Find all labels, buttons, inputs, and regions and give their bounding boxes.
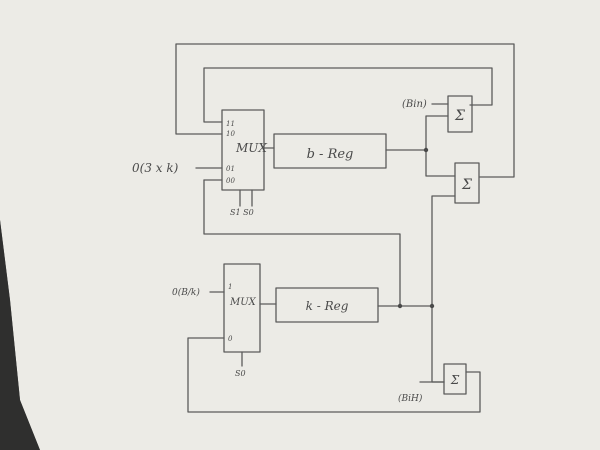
mux-bottom-input-1: 1 (228, 283, 232, 291)
sum-bottom-symbol: Σ (450, 373, 460, 387)
input-bih-label: (BiH) (398, 393, 423, 404)
mux-bottom-title: MUX (229, 297, 257, 308)
k-reg-box (275, 287, 379, 323)
sum-top-box (447, 95, 473, 133)
junction-node-kreg-right (429, 303, 435, 309)
input-top-label: 0(3 x k) (132, 161, 179, 175)
wire-bottom-loop (187, 337, 481, 413)
wire-node-up-to-sum-top (425, 115, 449, 151)
mux-top-select-label: S1 S0 (230, 208, 254, 217)
mux-top-title: MUX (235, 141, 267, 155)
mux-top-input-10: 10 (226, 130, 235, 138)
wire-node-down-to-sum-mid (425, 149, 456, 177)
mux-top-input-01: 01 (226, 165, 235, 173)
b-reg-label: b - Reg (307, 147, 354, 162)
junction-node-breg (423, 147, 429, 153)
input-bin-label: (Bin) (402, 99, 427, 110)
paper-shadow-edge (0, 220, 40, 450)
sum-mid-symbol: Σ (461, 177, 472, 193)
sum-top-symbol: Σ (454, 108, 465, 124)
k-reg-label: k - Reg (306, 299, 349, 313)
wire-feedback-outer (175, 43, 515, 178)
mux-bottom-select-label: S0 (235, 369, 246, 378)
mux-bottom-input-0: 0 (228, 335, 233, 343)
wire-feedback-inner (203, 67, 493, 123)
mux-top-input-11: 11 (226, 120, 235, 128)
junction-node-kreg (397, 303, 403, 309)
mux-top-input-00: 00 (226, 177, 235, 185)
sum-bottom-box (443, 363, 467, 395)
mux-top-box (221, 109, 265, 191)
wire-mux-down (203, 179, 401, 307)
b-reg-box (273, 133, 387, 169)
input-bottom-label: 0(B/k) (172, 287, 200, 298)
sum-mid-box (454, 162, 480, 204)
